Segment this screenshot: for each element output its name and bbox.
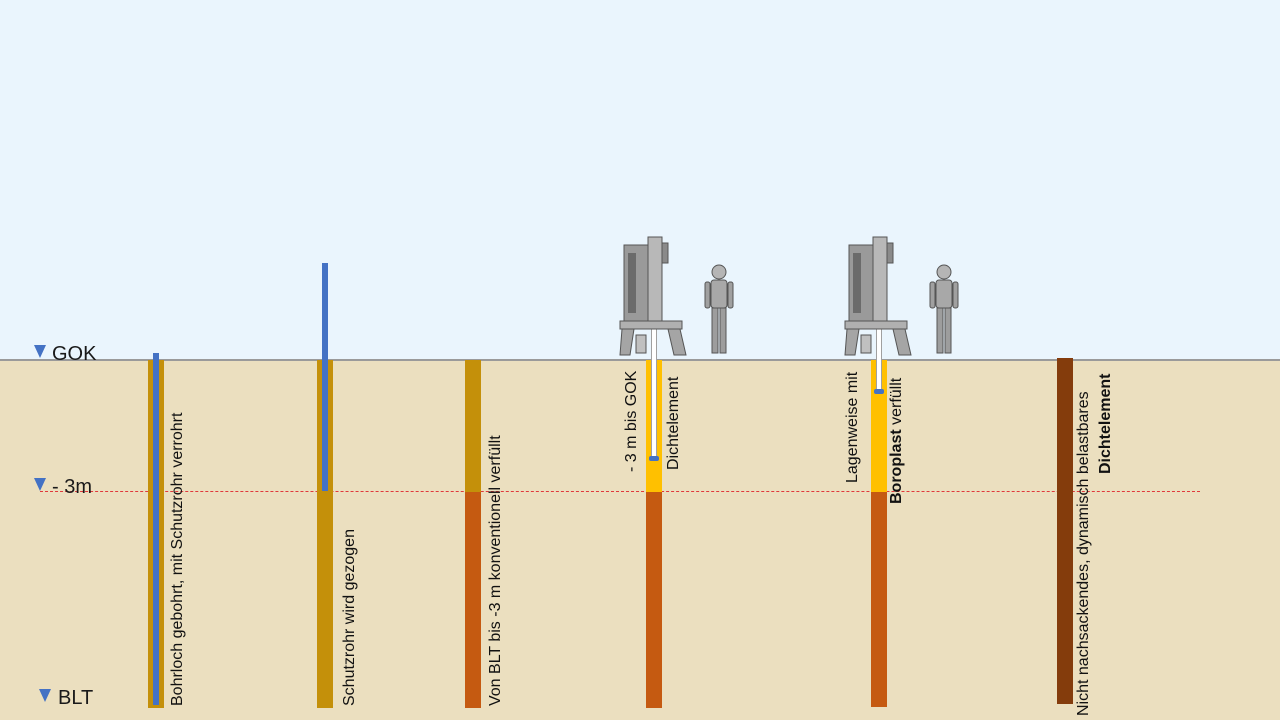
casing-pipe xyxy=(322,263,328,491)
drilling-rig-icon xyxy=(619,236,687,356)
person-icon xyxy=(929,264,959,354)
casing-pipe xyxy=(153,353,159,705)
pipe-tip xyxy=(874,389,884,394)
gok-marker-icon xyxy=(34,345,46,358)
step-4-label-line2: Dichtelement xyxy=(665,376,682,470)
blt-label: BLT xyxy=(58,687,94,709)
step-4-label-line1: - 3 m bis GOK xyxy=(623,370,640,472)
pipe-tip xyxy=(649,456,659,461)
boroplast-text: Boroplast xyxy=(888,429,905,504)
open-borehole-upper xyxy=(465,360,481,492)
step-6-label-line1: Nicht nachsackendes, dynamisch belastbar… xyxy=(1075,391,1092,716)
step-1-label: Bohrloch gebohrt, mit Schutzrohr verrohr… xyxy=(169,412,186,706)
verfuellt-text: verfüllt xyxy=(888,377,905,430)
gok-label: GOK xyxy=(52,343,97,365)
blt-marker-icon xyxy=(39,689,51,702)
dense-sealing-column xyxy=(1057,358,1073,704)
ground-surface-line xyxy=(0,359,1280,361)
step-2-label: Schutzrohr wird gezogen xyxy=(341,529,358,706)
minus-3m-marker-icon xyxy=(34,478,46,491)
conventional-fill xyxy=(871,492,887,707)
borehole-column xyxy=(317,360,333,708)
step-5-label-line2: Boroplast verfüllt xyxy=(888,377,905,504)
drilling-rig-icon xyxy=(844,236,912,356)
minus-3m-reference-line xyxy=(40,491,1200,492)
step-3-label: Von BLT bis -3 m konventionell verfüllt xyxy=(487,435,504,706)
minus-3m-label: - 3m xyxy=(52,476,92,498)
step-5-label-line1: Lagenweise mit xyxy=(844,371,861,483)
person-icon xyxy=(704,264,734,354)
conventional-fill xyxy=(465,492,481,708)
step-6-label-line2: Dichtelement xyxy=(1097,373,1114,474)
conventional-fill xyxy=(646,492,662,708)
